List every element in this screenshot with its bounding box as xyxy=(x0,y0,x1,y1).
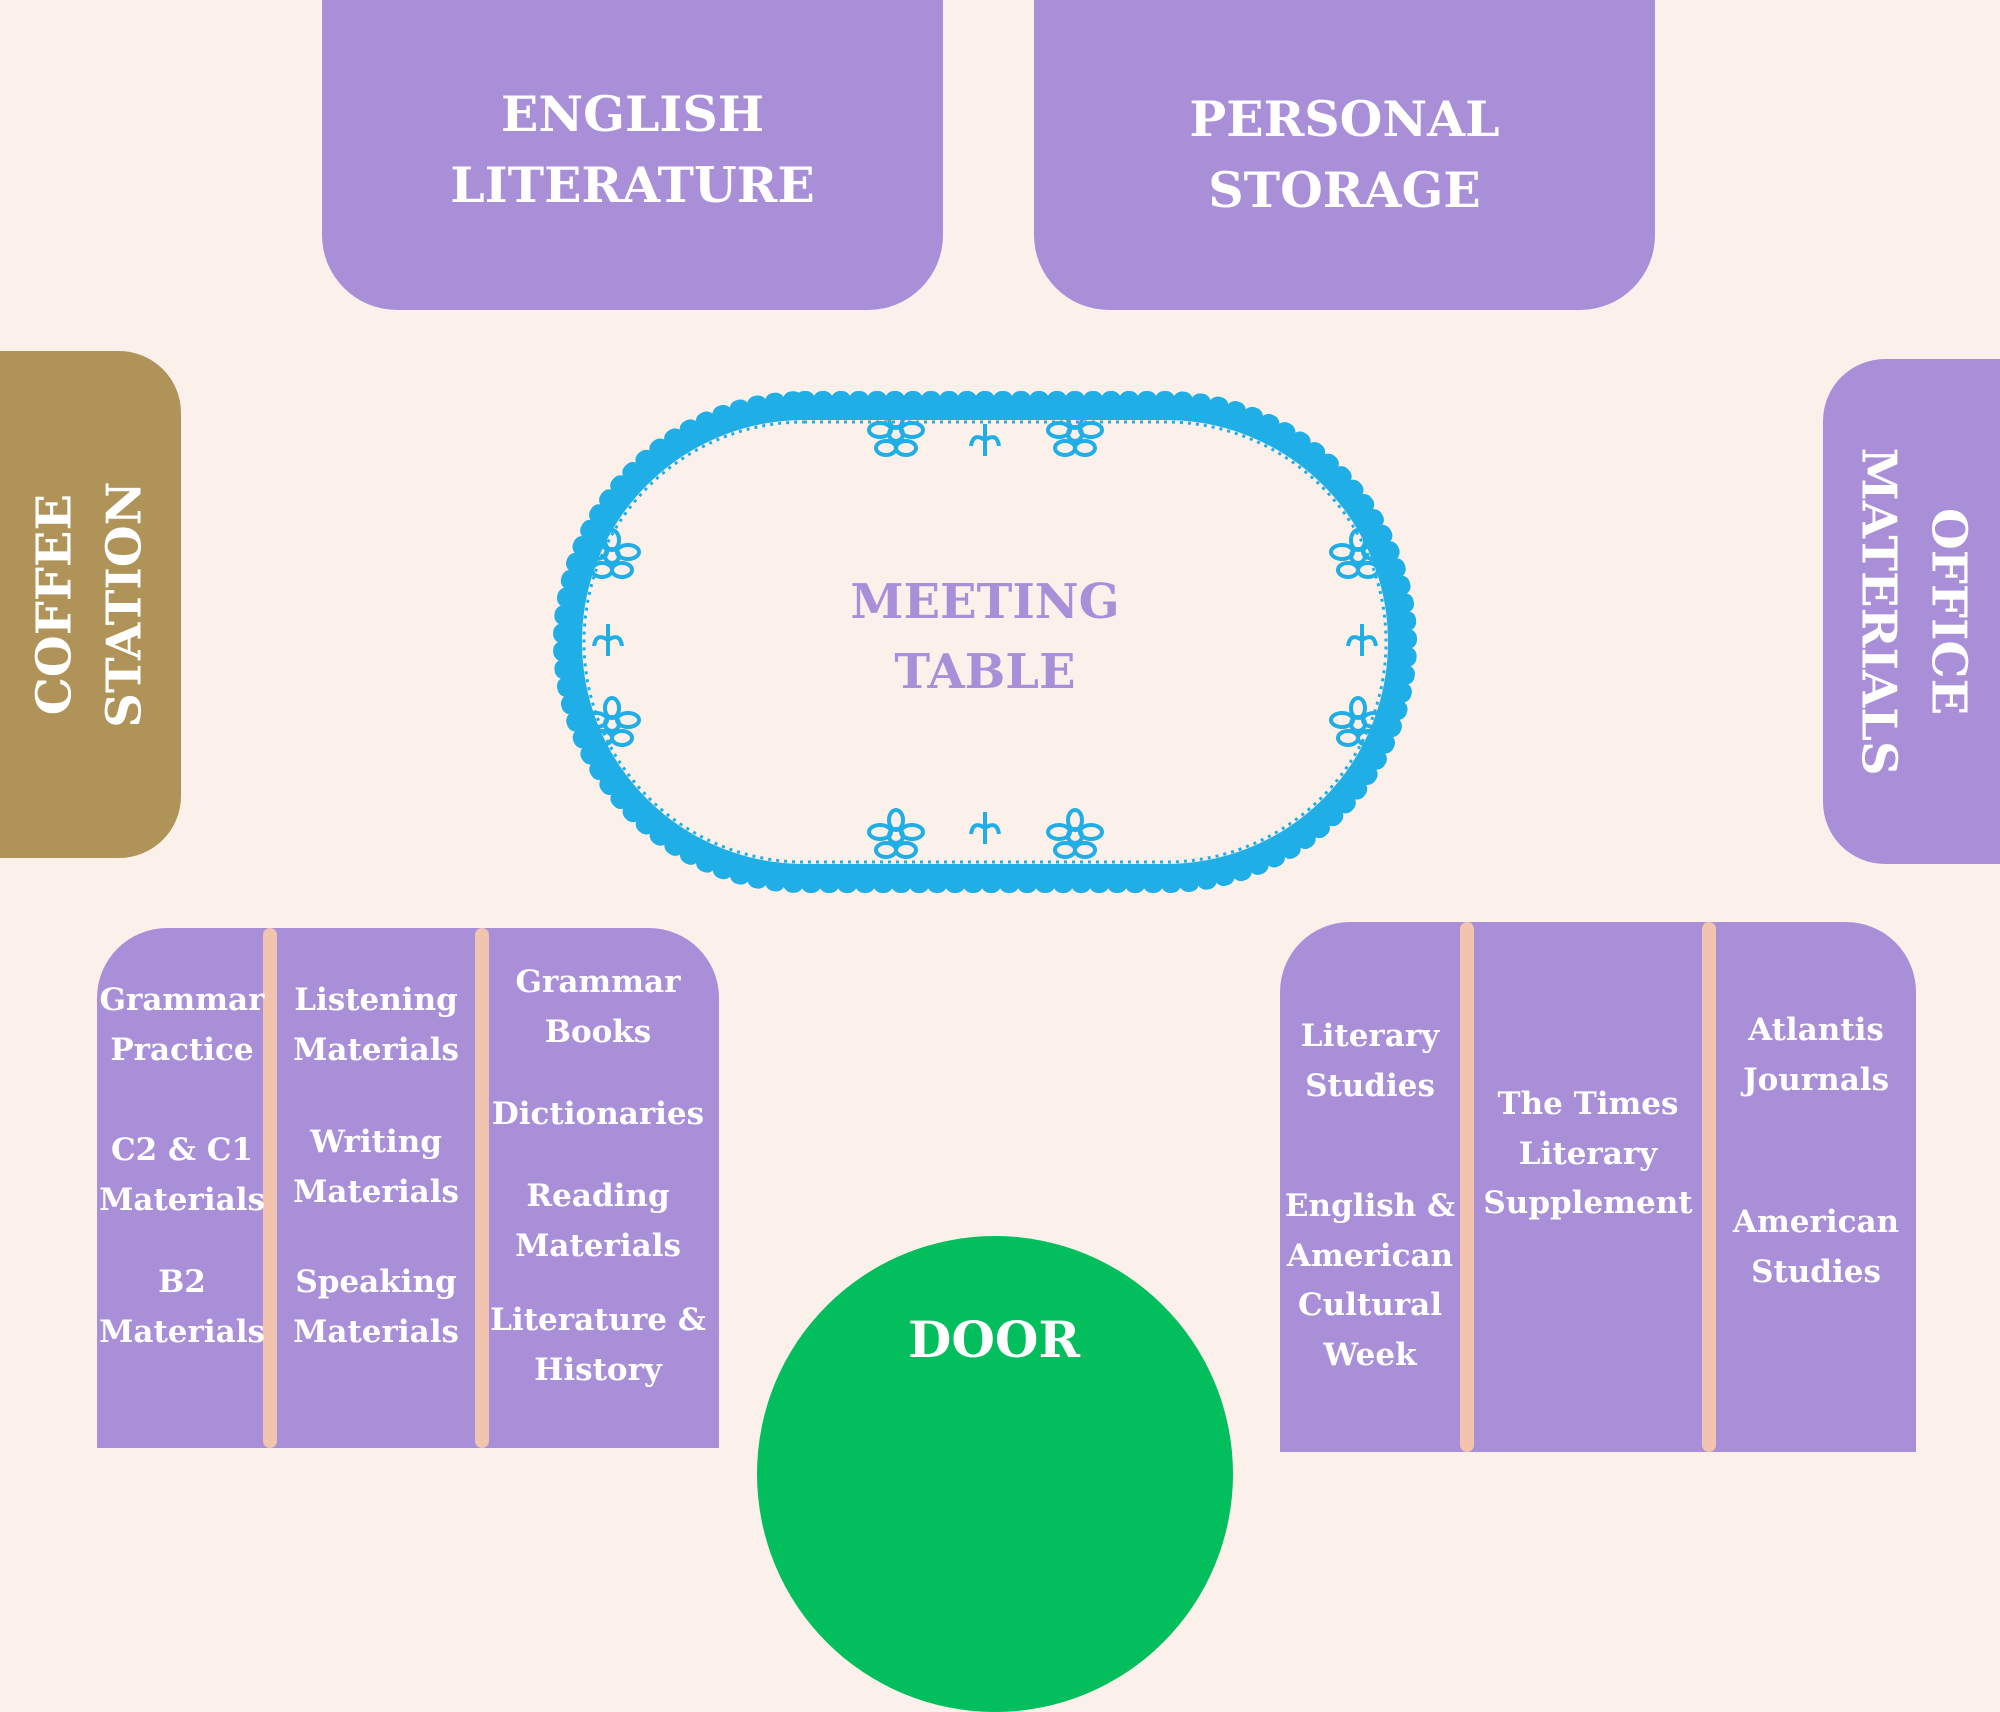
office-materials-zone: OFFICE MATERIALS xyxy=(1823,359,2000,864)
shelf-item-reading-materials: Reading Materials xyxy=(515,1178,681,1264)
shelf-item-dictionaries: Dictionaries xyxy=(491,1096,705,1132)
shelf-divider xyxy=(263,928,277,1448)
meeting-table-frame xyxy=(553,391,1417,893)
coffee-station-label: COFFEE STATION xyxy=(21,481,160,727)
office-materials-line2: MATERIALS xyxy=(1851,447,1907,776)
shelf-item-writing-materials: Writing Materials xyxy=(293,1124,459,1210)
coffee-station-line2: STATION xyxy=(96,481,153,728)
shelf-item-grammar-books: Grammar Books xyxy=(515,964,681,1050)
shelf-item-literary-studies: Literary Studies xyxy=(1300,1018,1440,1104)
right-bookshelf: Literary Studies English & American Cult… xyxy=(1280,922,1916,1452)
coffee-station-zone: COFFEE STATION xyxy=(0,351,181,858)
english-literature-zone: ENGLISH LITERATURE xyxy=(322,0,943,310)
office-materials-label: OFFICE MATERIALS xyxy=(1843,447,1982,775)
shelf-item-atlantis-journals: Atlantis Journals xyxy=(1742,1012,1890,1098)
shelf-item-literature-history: Literature & History xyxy=(490,1302,706,1388)
shelf-item-speaking-materials: Speaking Materials xyxy=(293,1264,459,1350)
english-literature-line1: ENGLISH xyxy=(500,84,765,143)
shelf-divider xyxy=(475,928,489,1448)
shelf-item-english-american-cultural-week: English & American Cultural Week xyxy=(1284,1188,1456,1373)
shelf-item-c2-c1-materials: C2 & C1 Materials xyxy=(99,1132,265,1218)
personal-storage-line2: STORAGE xyxy=(1208,161,1481,219)
shelf-item-b2-materials: B2 Materials xyxy=(99,1264,265,1350)
meeting-table-line1: MEETING xyxy=(850,574,1120,630)
shelf-item-times-literary-supplement: The Times Literary Supplement xyxy=(1483,1086,1693,1222)
english-literature-line2: LITERATURE xyxy=(450,156,815,214)
shelf-item-listening-materials: Listening Materials xyxy=(293,982,459,1068)
meeting-table-label: MEETING TABLE xyxy=(785,568,1185,707)
meeting-table-line2: TABLE xyxy=(894,643,1076,700)
door-label: DOOR xyxy=(907,1310,1081,1369)
coffee-station-line1: COFFEE xyxy=(26,493,83,716)
shelf-item-grammar-practice: Grammar Practice xyxy=(99,982,265,1068)
shelf-item-american-studies: American Studies xyxy=(1732,1204,1900,1290)
shelf-divider xyxy=(1460,922,1474,1452)
personal-storage-zone: PERSONAL STORAGE xyxy=(1034,0,1655,310)
left-bookshelf: Grammar Practice C2 & C1 Materials B2 Ma… xyxy=(97,928,719,1448)
shelf-divider xyxy=(1702,922,1716,1452)
personal-storage-line1: PERSONAL xyxy=(1189,89,1500,148)
office-materials-line1: OFFICE xyxy=(1920,507,1977,716)
